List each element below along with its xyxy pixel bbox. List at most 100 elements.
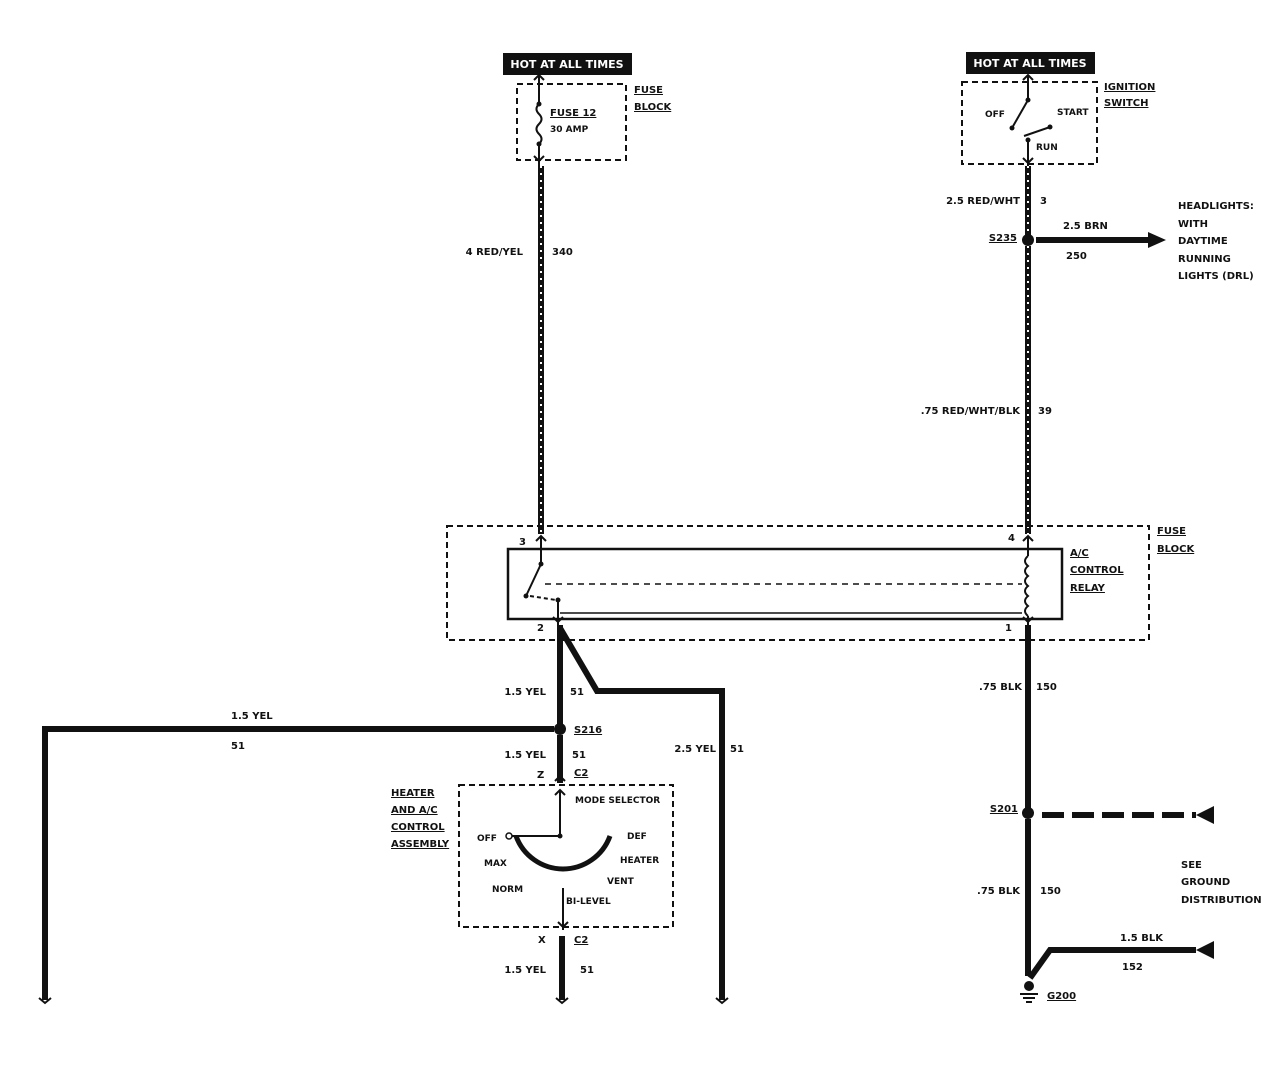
relay-fuse-block: 3 4 2 1 A/C CONTROL RELAY FUSE BLOCK	[446, 525, 1195, 641]
control-title-3: CONTROL	[391, 822, 445, 833]
wire-3: 2.5 RED/WHT 3	[946, 166, 1047, 240]
ignition-start-label: START	[1057, 108, 1089, 118]
ignition-run-label: RUN	[1036, 143, 1058, 153]
ground-note-line-1: SEE	[1181, 860, 1202, 871]
wire-340-size: 4 RED/YEL	[466, 247, 524, 258]
wire-3-number: 3	[1040, 196, 1047, 207]
relay-fuse-block-outline	[446, 525, 1150, 641]
wire-150-lower: .75 BLK 150	[977, 819, 1061, 976]
wire-150a-size: .75 BLK	[979, 682, 1023, 693]
headlights-line-2: WITH	[1178, 219, 1208, 230]
wire-51-right-number: 51	[730, 744, 744, 755]
control-title-1: HEATER	[391, 788, 435, 799]
fuse-block-top-title-2: BLOCK	[634, 102, 672, 113]
ignition-off-label: OFF	[985, 110, 1005, 120]
ignition-switch-outline	[961, 81, 1098, 165]
wire-51b-size: 1.5 YEL	[504, 750, 546, 761]
relay-switch-contact	[525, 563, 542, 597]
fuse-block-top: FUSE 12 30 AMP FUSE BLOCK	[516, 73, 672, 166]
mode-max-label: MAX	[484, 859, 507, 869]
relay-title-3: RELAY	[1070, 583, 1106, 594]
fuse-block-top-title-1: FUSE	[634, 85, 663, 96]
wire-51-left-number: 51	[231, 741, 245, 752]
wire-51a-number: 51	[570, 687, 584, 698]
relay-pin-3: 3	[519, 537, 526, 548]
headlights-destination: HEADLIGHTS: WITH DAYTIME RUNNING LIGHTS …	[1178, 201, 1254, 282]
headlights-line-5: LIGHTS (DRL)	[1178, 271, 1254, 282]
splice-s201: S201	[990, 804, 1214, 824]
wire-51-relay-to-s216: 1.5 YEL 51	[504, 625, 584, 728]
wire-51-right-branch: 2.5 YEL 51	[557, 626, 744, 1005]
wire-3-size: 2.5 RED/WHT	[946, 196, 1020, 207]
ac-control-relay-box	[506, 547, 1064, 621]
ground-g200: G200	[1020, 981, 1076, 1003]
wire-39-number: 39	[1038, 406, 1052, 417]
wire-250-number: 250	[1066, 251, 1087, 262]
ignition-switch-title-2: SWITCH	[1104, 98, 1148, 109]
g200-label: G200	[1047, 991, 1076, 1002]
relay-title-2: CONTROL	[1070, 565, 1124, 576]
headlights-line-3: DAYTIME	[1178, 236, 1228, 247]
wire-250: 2.5 BRN 250	[1036, 221, 1166, 262]
wire-150b-number: 150	[1040, 886, 1061, 897]
wire-152: 1.5 BLK 152	[1027, 933, 1214, 980]
heater-ac-control-assembly: MODE SELECTOR OFF MAX NORM DEF HEATER VE…	[391, 768, 674, 946]
relay-title-1: A/C	[1070, 548, 1089, 559]
wire-51-right-size: 2.5 YEL	[674, 744, 716, 755]
s216-label: S216	[574, 725, 602, 736]
mode-vent-label: VENT	[607, 877, 635, 887]
wire-51-left-size: 1.5 YEL	[231, 711, 273, 722]
hot-at-all-times-banner-right: HOT AT ALL TIMES	[966, 52, 1095, 74]
control-connector-top: C2	[574, 768, 588, 779]
control-title-2: AND A/C	[391, 805, 438, 816]
wire-150b-size: .75 BLK	[977, 886, 1021, 897]
fuse-block-top-outline	[516, 83, 627, 161]
wire-51c-number: 51	[580, 965, 594, 976]
relay-coil	[1024, 555, 1030, 617]
control-assembly-outline	[458, 784, 674, 928]
fuse-symbol	[535, 103, 543, 145]
relay-pin-4: 4	[1008, 533, 1015, 544]
relay-pin-1: 1	[1005, 623, 1012, 634]
headlights-line-4: RUNNING	[1178, 254, 1231, 265]
wire-340-number: 340	[552, 247, 573, 258]
wire-51b-number: 51	[572, 750, 586, 761]
splice-s235: S235	[989, 233, 1034, 246]
ground-distribution-note: SEE GROUND DISTRIBUTION	[1181, 860, 1262, 906]
wire-150-upper: .75 BLK 150	[979, 625, 1057, 812]
ignition-switch: OFF START RUN IGNITION SWITCH	[961, 73, 1155, 166]
wire-39-size: .75 RED/WHT/BLK	[921, 406, 1022, 417]
wire-51-left-branch: 1.5 YEL 51	[38, 711, 554, 1005]
mode-heater-label: HEATER	[620, 856, 659, 866]
wire-152-number: 152	[1122, 962, 1143, 973]
ignition-switch-title-1: IGNITION	[1104, 82, 1155, 93]
wire-51a-size: 1.5 YEL	[504, 687, 546, 698]
control-title-4: ASSEMBLY	[391, 839, 450, 850]
mode-norm-label: NORM	[492, 885, 523, 895]
mode-selector-arc	[513, 835, 613, 872]
ignition-switch-blade	[1011, 99, 1029, 129]
banner-left-text: HOT AT ALL TIMES	[510, 58, 623, 71]
ground-note-line-2: GROUND	[1181, 877, 1230, 888]
wire-51-below-control: 1.5 YEL 51	[504, 936, 594, 1005]
wire-39: .75 RED/WHT/BLK 39	[921, 246, 1052, 534]
relay-fuse-block-title-1: FUSE	[1157, 526, 1186, 537]
fuse-rating: 30 AMP	[550, 125, 589, 135]
control-pin-z: Z	[537, 770, 544, 781]
fuse-name: FUSE 12	[550, 108, 596, 119]
wire-340: 4 RED/YEL 340	[466, 166, 573, 534]
relay-fuse-block-title-2: BLOCK	[1157, 544, 1195, 555]
wire-152-size: 1.5 BLK	[1120, 933, 1164, 944]
hot-at-all-times-banner-left: HOT AT ALL TIMES	[503, 53, 632, 75]
control-connector-bottom: C2	[574, 935, 588, 946]
headlights-line-1: HEADLIGHTS:	[1178, 201, 1254, 212]
banner-right-text: HOT AT ALL TIMES	[973, 57, 1086, 70]
ground-note-line-3: DISTRIBUTION	[1181, 895, 1262, 906]
wire-51c-size: 1.5 YEL	[504, 965, 546, 976]
mode-off-label: OFF	[477, 834, 497, 844]
s235-label: S235	[989, 233, 1017, 244]
mode-selector-label: MODE SELECTOR	[575, 796, 660, 806]
mode-def-label: DEF	[627, 832, 647, 842]
wire-250-size: 2.5 BRN	[1063, 221, 1108, 232]
